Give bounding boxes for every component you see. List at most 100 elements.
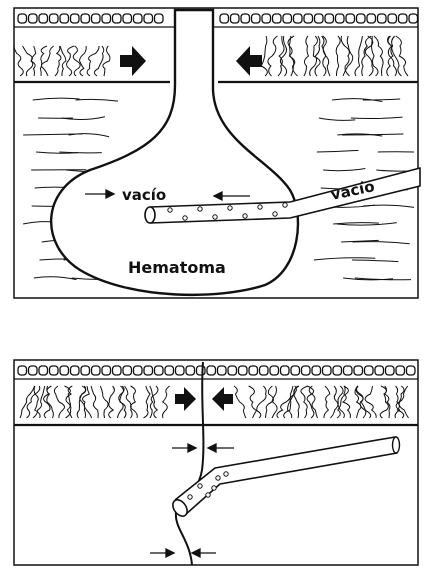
pressure-arrow-left-lower-icon [192, 549, 200, 557]
epidermis-cell [378, 14, 387, 23]
tube-perforation [168, 208, 172, 212]
epidermis-cell [281, 366, 290, 375]
tube-perforation [206, 493, 210, 497]
epidermis-cell [367, 14, 376, 23]
epidermis-cell [71, 366, 80, 375]
closure-arrow-right-icon [175, 387, 196, 411]
label-hematoma: Hematoma [128, 258, 226, 277]
epidermis-cell [102, 14, 111, 23]
collagen-fiber [82, 386, 91, 418]
tube-perforation [283, 203, 287, 207]
collagen-fiber [80, 46, 87, 76]
epidermis-cell [346, 14, 355, 23]
collagen-fiber [66, 386, 73, 418]
collagen-fiber [47, 386, 54, 418]
bottom-dermis-fibers [20, 386, 409, 418]
epidermis-cell [144, 14, 153, 23]
collagen-fiber [356, 386, 370, 418]
epidermis-cell [409, 14, 418, 23]
compression-arrow-left-icon [236, 46, 262, 76]
epidermis-cell [92, 14, 101, 23]
subcutaneous-line [59, 152, 101, 153]
tube-perforation [198, 207, 202, 211]
pressure-arrow-right-icon [188, 444, 196, 452]
collagen-fiber [100, 386, 108, 418]
collagen-fiber [14, 46, 24, 76]
epidermis-cell [354, 366, 363, 375]
epidermis-cell [388, 14, 397, 23]
collagen-fiber [54, 386, 64, 418]
collagen-fiber [20, 386, 34, 418]
epidermis-cell [249, 366, 258, 375]
subcutaneous-line [69, 134, 110, 137]
collagen-fiber [362, 36, 372, 76]
collagen-fiber [261, 36, 267, 76]
subcutaneous-line [35, 187, 66, 188]
epidermis-cell [270, 366, 279, 375]
collagen-fiber [109, 386, 115, 418]
epidermis-cell [220, 14, 229, 23]
epidermis-cell [60, 14, 69, 23]
epidermis-cell [39, 14, 48, 23]
epidermis-cell [81, 366, 90, 375]
epidermis-cell [18, 366, 27, 375]
collagen-fiber [87, 46, 99, 76]
subcutaneous-line [76, 99, 118, 101]
tube-perforation [243, 214, 247, 218]
epidermis-cell [333, 366, 342, 375]
collagen-fiber [55, 46, 61, 76]
epidermis-cell [50, 14, 59, 23]
epidermis-cell [396, 366, 405, 375]
subcutaneous-line [351, 117, 403, 118]
epidermis-cell [144, 366, 153, 375]
epidermis-cell [365, 366, 374, 375]
epidermis-cell [315, 14, 324, 23]
collagen-fiber [41, 46, 53, 76]
collagen-fiber [120, 386, 126, 418]
collagen-fiber [130, 386, 137, 418]
compression-arrow-right-icon [120, 46, 146, 76]
epidermis-cell [228, 366, 237, 375]
epidermis-cell [241, 14, 250, 23]
collagen-fiber [27, 386, 36, 418]
epidermis-cell [386, 366, 395, 375]
epidermis-cell [291, 366, 300, 375]
collagen-fiber [341, 36, 349, 76]
subcutaneous-line [319, 118, 356, 120]
epidermis-cell [92, 366, 101, 375]
epidermis-cell [18, 14, 27, 23]
collagen-fiber [94, 46, 103, 76]
epidermis-cell [399, 14, 408, 23]
epidermis-cell [344, 366, 353, 375]
epidermis-cell [207, 366, 216, 375]
tube-perforation [258, 205, 262, 209]
epidermis-cell [239, 366, 248, 375]
tube-perforation [198, 484, 202, 488]
epidermis-cell [113, 366, 122, 375]
label-vacio-center: vacío [122, 186, 166, 204]
pressure-arrow-right-lower-icon [166, 549, 174, 557]
epidermis-cell [186, 366, 195, 375]
collagen-fiber [67, 46, 75, 76]
epidermis-cell [273, 14, 282, 23]
epidermis-cell [39, 366, 48, 375]
tube-perforation [224, 472, 228, 476]
epidermis-cell [123, 14, 132, 23]
epidermis-cell [197, 366, 206, 375]
collagen-fiber [268, 36, 278, 76]
collagen-fiber [91, 386, 98, 418]
epidermis-cell [29, 366, 38, 375]
epidermis-cell [165, 366, 174, 375]
top-epidermis-cells-left [18, 14, 163, 23]
epidermis-cell [283, 14, 292, 23]
epidermis-cell [262, 14, 271, 23]
subcutaneous-line [323, 169, 365, 171]
pressure-arrow-left-icon [208, 444, 216, 452]
epidermis-cell [302, 366, 311, 375]
drain-tube-tip [145, 207, 155, 223]
epidermis-cell [218, 366, 227, 375]
collagen-fiber [163, 386, 170, 418]
collagen-fiber [324, 386, 330, 418]
epidermis-cell [231, 14, 240, 23]
